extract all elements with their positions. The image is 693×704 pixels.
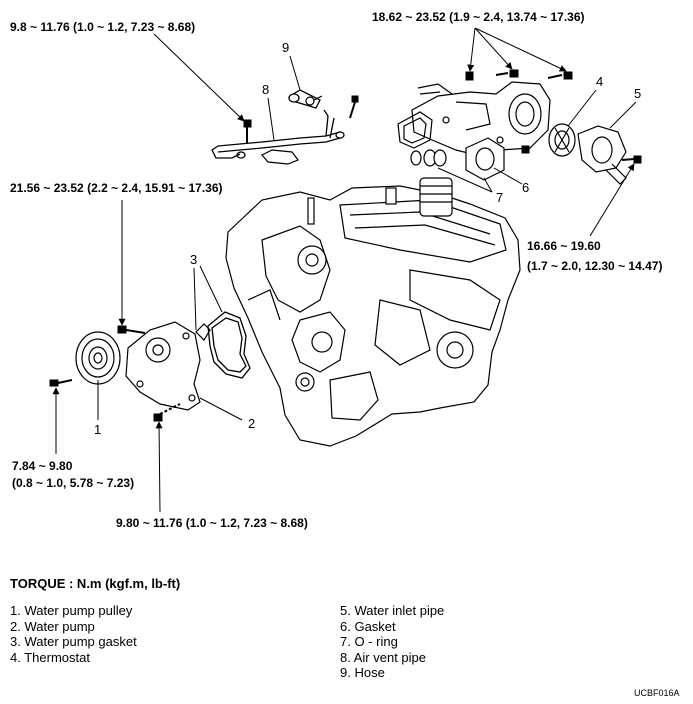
legend-item-water-pump-gasket: 3. Water pump gasket <box>10 634 137 649</box>
torque-spec-pulley-line2: (0.8 ~ 1.0, 5.78 ~ 7.23) <box>12 476 134 490</box>
water-pump-bolt-upper <box>117 325 146 334</box>
exploded-view-diagram: 9.8 ~ 11.76 (1.0 ~ 1.2, 7.23 ~ 8.68) 18.… <box>10 10 662 530</box>
legend-right-column: 5. Water inlet pipe 6. Gasket 7. O - rin… <box>340 603 444 681</box>
legend-item-hose: 9. Hose <box>340 665 385 680</box>
inlet-pipe-bolt <box>621 155 642 164</box>
legend-item-water-pump: 2. Water pump <box>10 618 95 634</box>
legend-item-air-vent-pipe: 8. Air vent pipe <box>340 649 426 665</box>
air-vent-pipe-clip <box>261 149 299 165</box>
hose-clamp <box>305 95 323 106</box>
torque-spec-housing: 18.62 ~ 23.52 (1.9 ~ 2.4, 13.74 ~ 17.36) <box>372 10 585 24</box>
legend-item-gasket: 6. Gasket <box>340 618 396 634</box>
water-pump-gasket <box>207 311 251 379</box>
hose <box>288 89 321 109</box>
legend-item-thermostat: 4. Thermostat <box>10 649 90 665</box>
water-pump <box>125 321 201 411</box>
callout-9: 9 <box>282 40 289 55</box>
callout-1: 1 <box>94 422 101 437</box>
torque-spec-pulley-line1: 7.84 ~ 9.80 <box>12 459 73 473</box>
callout-3: 3 <box>190 252 197 267</box>
pump-inlet-seal <box>195 323 211 341</box>
torque-spec-inlet-pipe-line1: 16.66 ~ 19.60 <box>527 239 601 253</box>
water-inlet-pipe <box>577 125 627 185</box>
legend-title: TORQUE : N.m (kgf.m, lb-ft) <box>10 576 181 591</box>
torque-spec-pump-lower: 9.80 ~ 11.76 (1.0 ~ 1.2, 7.23 ~ 8.68) <box>116 516 308 530</box>
callout-4: 4 <box>596 74 603 89</box>
inlet-gasket <box>465 137 505 181</box>
leader-lines <box>52 27 637 513</box>
legend-item-o-ring: 7. O - ring <box>340 634 398 649</box>
torque-spec-inlet-pipe-line2: (1.7 ~ 2.0, 12.30 ~ 14.47) <box>527 259 662 273</box>
legend-left-column: 1. Water pump pulley 2. Water pump 3. Wa… <box>10 603 137 665</box>
thermostat <box>548 123 576 157</box>
callout-7: 7 <box>496 190 503 205</box>
figure-code: UCBF016A <box>634 688 680 698</box>
callout-6: 6 <box>522 180 529 195</box>
pulley-bolt <box>49 379 73 387</box>
coolant-outlet-housing <box>411 81 551 157</box>
callout-5: 5 <box>634 86 641 101</box>
callout-2: 2 <box>248 416 255 431</box>
legend-item-water-pump-pulley: 1. Water pump pulley <box>10 603 133 618</box>
legend-item-water-inlet-pipe: 5. Water inlet pipe <box>340 603 445 618</box>
housing-gasket-plate <box>397 111 433 149</box>
torque-spec-pump-upper: 21.56 ~ 23.52 (2.2 ~ 2.4, 15.91 ~ 17.36) <box>10 181 223 195</box>
water-pump-pulley <box>75 331 121 385</box>
air-vent-bolt-right <box>349 95 359 119</box>
housing-bolts <box>465 69 573 154</box>
engine-block <box>225 177 521 447</box>
o-rings <box>410 149 447 167</box>
callout-8: 8 <box>262 82 269 97</box>
torque-spec-air-vent: 9.8 ~ 11.76 (1.0 ~ 1.2, 7.23 ~ 8.68) <box>10 20 195 34</box>
water-pump-bolt-lower <box>153 403 181 422</box>
air-vent-pipe-bolt <box>243 119 252 144</box>
